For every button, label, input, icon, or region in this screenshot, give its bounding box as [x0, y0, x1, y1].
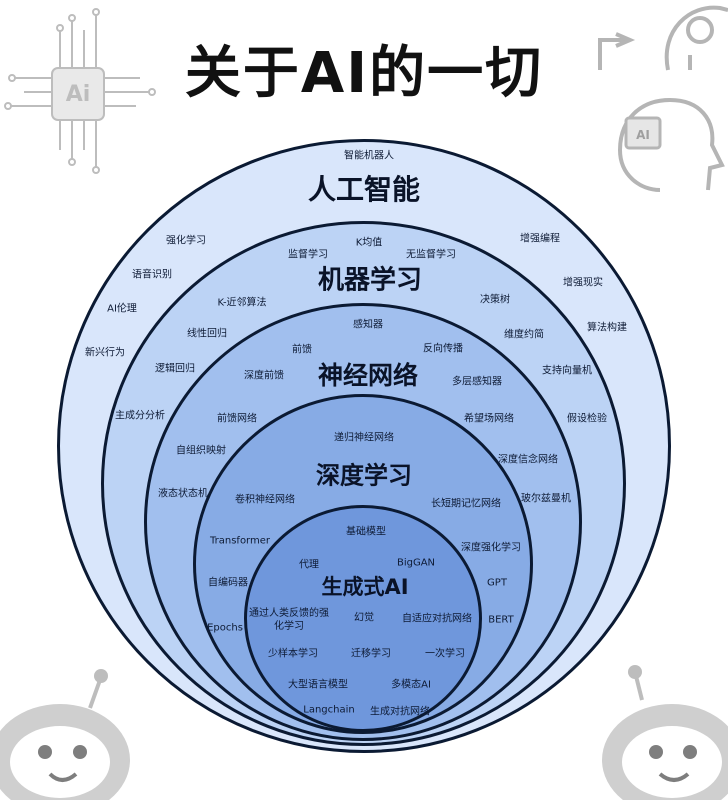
term-ai: 智能机器人 [344, 150, 394, 162]
term-gen: 迁移学习 [351, 648, 391, 660]
robot-right-icon [602, 665, 728, 800]
robot-left-icon [0, 669, 130, 800]
term-ai: 强化学习 [166, 235, 206, 247]
term-gen: 大型语言模型 [288, 679, 348, 691]
brain-gear-head-icon [598, 5, 728, 71]
term-ml: K-近邻算法 [217, 297, 267, 309]
term-nn: 前馈网络 [217, 413, 257, 425]
term-nn: 多层感知器 [452, 376, 502, 388]
term-gen: 一次学习 [425, 648, 465, 660]
term-nn: 感知器 [353, 319, 383, 331]
term-dl: BERT [488, 614, 514, 626]
term-dl: 深度强化学习 [461, 542, 521, 554]
ring-generative-ai [244, 505, 482, 732]
term-nn: 前馈 [292, 344, 312, 356]
term-nn: 希望场网络 [464, 413, 514, 425]
term-ml: K均值 [355, 237, 383, 249]
page-title: 关于AI的一切 [184, 41, 544, 106]
term-gen: 基础模型 [346, 526, 386, 538]
term-ai: 主成分分析 [115, 410, 165, 422]
term-dl: 卷积神经网络 [235, 494, 295, 506]
ring-title-machine-learning: 机器学习 [317, 265, 423, 296]
ring-title-deep-learning: 深度学习 [316, 461, 412, 490]
ai-chip-label: Ai [66, 82, 91, 107]
term-ai: 语音识别 [132, 269, 172, 281]
term-dl: Epochs [207, 622, 243, 634]
term-nn: 反向传播 [423, 343, 463, 355]
term-nn: 深度信念网络 [498, 454, 558, 466]
term-ml: 自组织映射 [176, 445, 226, 457]
term-dl: Transformer [209, 535, 271, 547]
term-ml: 玻尔兹曼机 [521, 493, 571, 505]
term-gen: BigGAN [396, 557, 436, 569]
term-dl: 递归神经网络 [334, 432, 394, 444]
ring-title-artificial-intelligence: 人工智能 [307, 173, 421, 206]
term-ai: 算法构建 [587, 322, 627, 334]
term-dl: GPT [487, 577, 507, 589]
term-gen: 少样本学习 [268, 648, 318, 660]
term-gen: 多模态AI [391, 679, 431, 691]
term-ml: 维度约简 [504, 329, 544, 341]
term-nn: 深度前馈 [244, 370, 284, 382]
term-gen: 代理 [299, 559, 319, 571]
ring-title-generative-ai: 生成式AI [321, 575, 409, 599]
ring-title-neural-network: 神经网络 [317, 361, 419, 390]
term-gen: 通过人类反馈的强化学习 [249, 608, 329, 632]
term-ai: AI伦理 [107, 303, 137, 315]
term-ai: 增强编程 [520, 233, 560, 245]
term-gen: Langchain [303, 704, 355, 716]
ai-chip-icon [4, 8, 156, 174]
term-ml: 无监督学习 [406, 249, 456, 261]
term-ai: 支持向量机 [542, 365, 592, 377]
term-gen: 生成对抗网络 [370, 706, 430, 718]
term-ai: 假设检验 [567, 413, 607, 425]
term-dl: 自编码器 [208, 577, 248, 589]
ai-head-label: AI [636, 128, 650, 142]
term-gen: 幻觉 [354, 612, 374, 624]
term-ml: 逻辑回归 [155, 363, 195, 375]
term-gen: 自适应对抗网络 [402, 613, 472, 625]
term-ai: 新兴行为 [85, 347, 125, 359]
term-dl: 长短期记忆网络 [431, 498, 501, 510]
ai-head-icon [617, 97, 725, 192]
term-ml: 决策树 [480, 294, 510, 306]
term-ml: 线性回归 [187, 328, 227, 340]
term-ml: 液态状态机 [158, 488, 208, 500]
term-ml: 监督学习 [288, 249, 328, 261]
term-ai: 增强现实 [563, 277, 603, 289]
